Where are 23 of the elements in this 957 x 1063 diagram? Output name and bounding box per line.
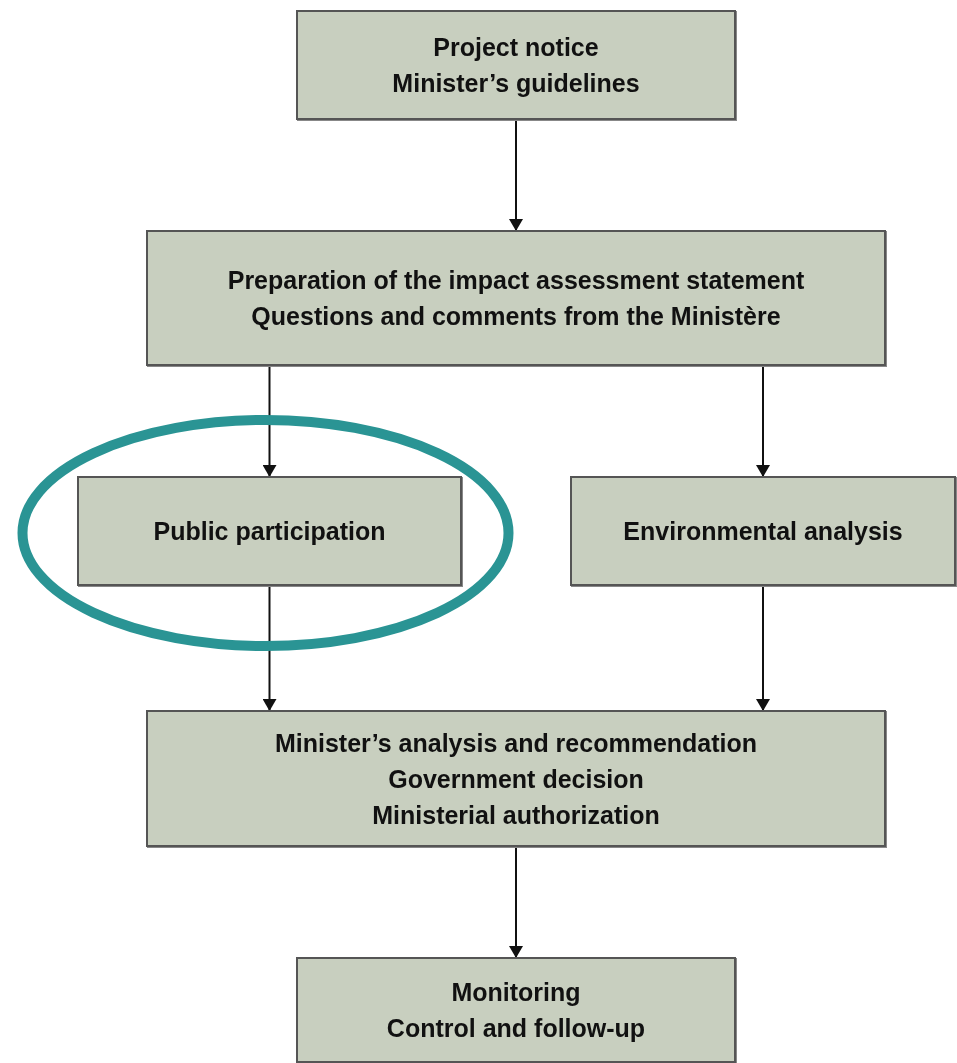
step-text: Ministerial authorization xyxy=(372,799,660,831)
arrow xyxy=(262,585,277,711)
step-text: Public participation xyxy=(153,516,386,547)
step-text: Control and follow-up xyxy=(386,1013,646,1044)
process-box xyxy=(146,230,886,366)
step-text: Minister’s analysis and recommendation xyxy=(274,727,758,759)
arrow xyxy=(509,119,523,231)
process-box xyxy=(146,710,886,847)
process-box xyxy=(296,957,736,1063)
step-text: Project notice xyxy=(433,32,599,63)
arrow xyxy=(509,846,523,958)
process-box xyxy=(296,10,736,120)
step-text: Minister’s guidelines xyxy=(392,68,640,99)
arrow xyxy=(262,365,277,477)
step-text: Environmental analysis xyxy=(623,516,903,547)
arrow xyxy=(756,585,770,711)
process-box xyxy=(77,476,462,586)
step-text: Monitoring xyxy=(451,977,581,1008)
arrow xyxy=(756,365,770,477)
step-text: Government decision xyxy=(388,763,644,795)
step-text: Preparation of the impact assessment statement xyxy=(227,265,805,296)
process-box xyxy=(570,476,956,586)
step-text: Questions and comments from the Ministère xyxy=(251,301,781,332)
